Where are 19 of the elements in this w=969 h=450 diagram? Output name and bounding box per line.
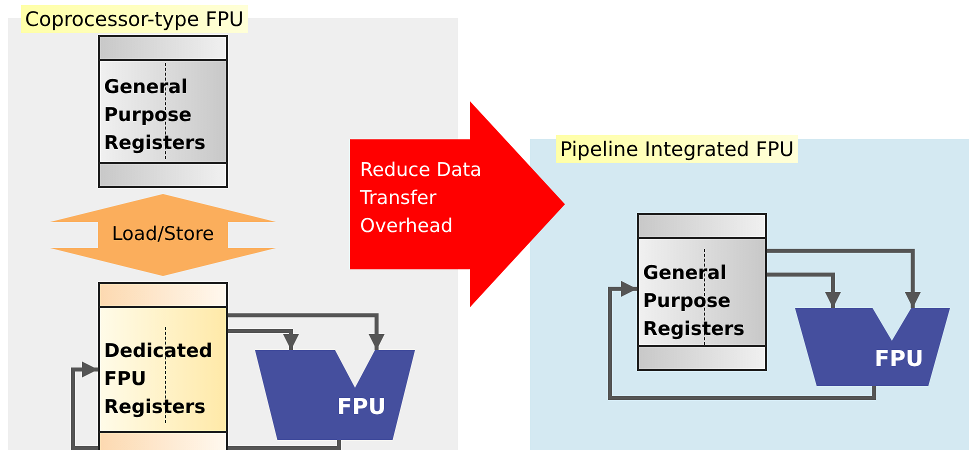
fpu-label: FPU [337, 395, 386, 420]
edge-label: Reduce Data Transfer Overhead [360, 158, 483, 240]
panel-title: Coprocessor-type FPU [21, 5, 248, 33]
block-arrow [50, 194, 276, 276]
panel-title: Pipeline Integrated FPU [556, 135, 798, 163]
register-block [98, 35, 228, 188]
block-arrow [350, 101, 565, 308]
register-label: General Purpose Registers [104, 75, 207, 156]
arrow [767, 272, 841, 308]
arrow [228, 329, 299, 350]
register-label: General Purpose Registers [643, 261, 746, 342]
register-block [98, 282, 228, 450]
register-label: Dedicated FPU Registers [104, 339, 214, 420]
edge-label: Load/Store [110, 222, 216, 247]
fpu-label: FPU [874, 347, 924, 372]
arrow [228, 313, 385, 350]
register-block [637, 213, 767, 371]
arrow [608, 280, 876, 400]
arrow [767, 248, 921, 308]
